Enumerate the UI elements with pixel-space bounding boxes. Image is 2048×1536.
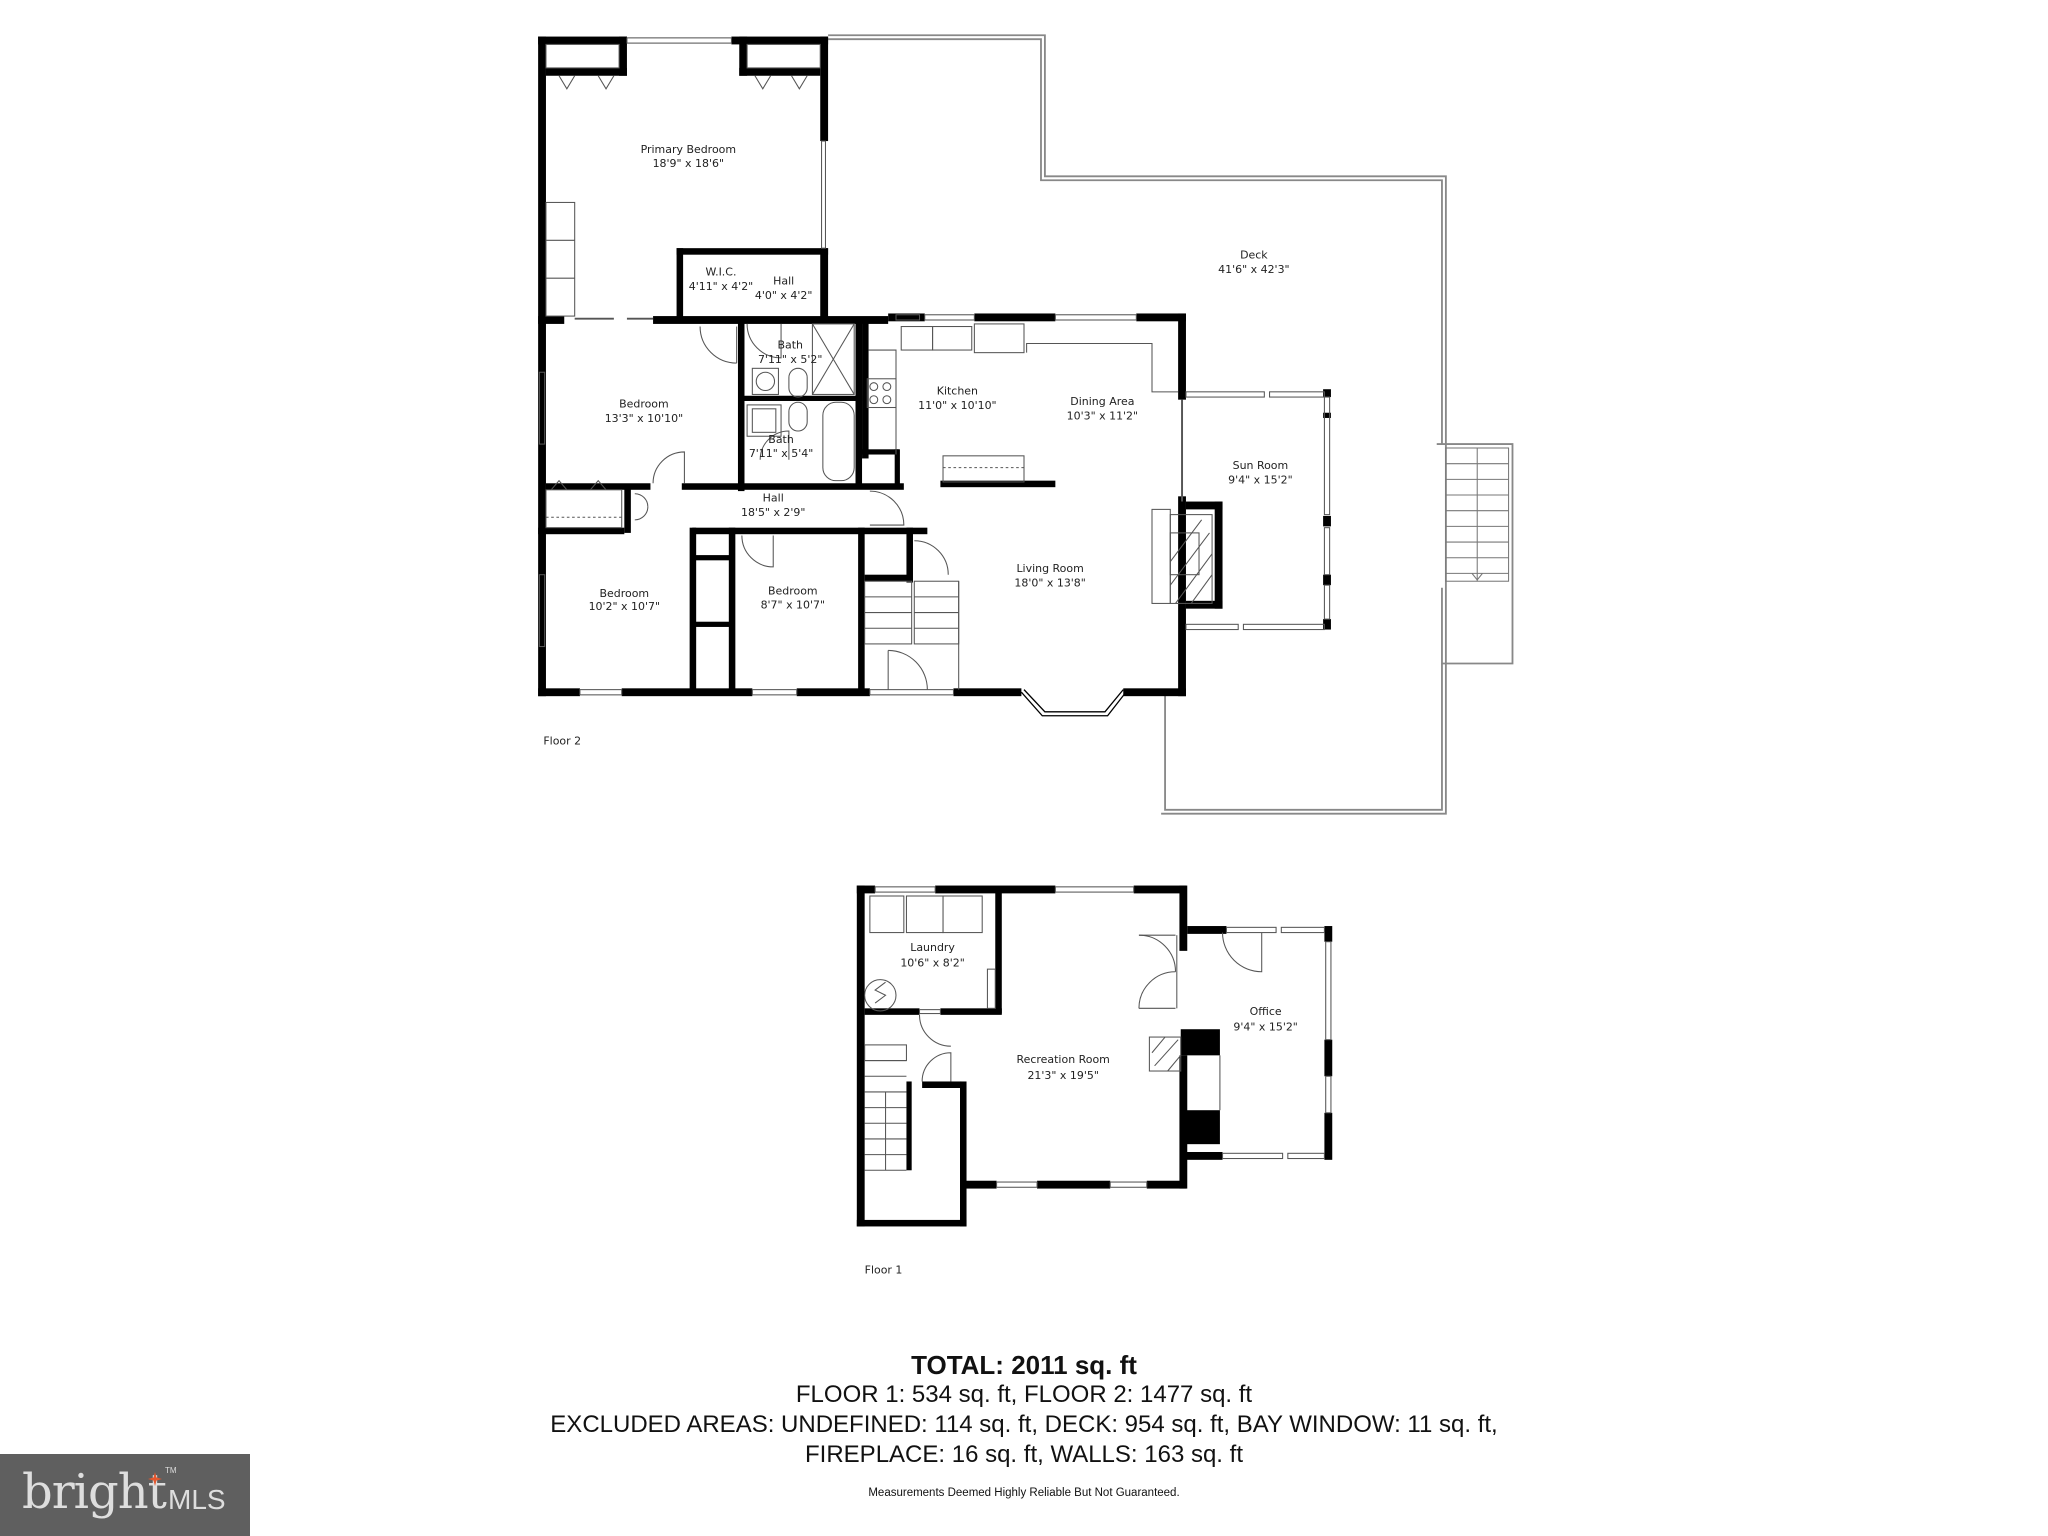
- room-dims: 8'7" x 10'7": [761, 599, 825, 612]
- floor-1-label: Floor 1: [865, 1263, 903, 1276]
- room-name: Living Room: [1016, 562, 1083, 575]
- room-dims: 13'3" x 10'10": [605, 412, 683, 425]
- excluded-areas-line-1: EXCLUDED AREAS: UNDEFINED: 114 sq. ft, D…: [550, 1411, 1498, 1438]
- floor-2-plan: Primary Bedroom 18'9" x 18'6" W.I.C. 4'1…: [538, 34, 1514, 815]
- room-name: Hall: [773, 275, 794, 288]
- floor-1-plan: Laundry 10'6" x 8'2" Recreation Room 21'…: [856, 885, 1333, 1277]
- floor-1-room-labels: Laundry 10'6" x 8'2" Recreation Room 21'…: [865, 941, 1298, 1277]
- room-dims: 10'6" x 8'2": [900, 957, 964, 970]
- deck-stairs: [1445, 447, 1510, 582]
- fixtures-floor-1: [864, 886, 1332, 1188]
- room-dims: 4'0" x 4'2": [755, 289, 813, 302]
- room-name: W.I.C.: [706, 266, 737, 279]
- bright-mls-logo: bright TM MLS: [0, 1454, 250, 1536]
- room-dims: 18'0" x 13'8": [1014, 576, 1085, 589]
- room-dims: 9'4" x 15'2": [1233, 1021, 1297, 1034]
- room-name: Deck: [1240, 249, 1268, 262]
- disclaimer: Measurements Deemed Highly Reliable But …: [868, 1487, 1180, 1499]
- room-name: Hall: [763, 492, 784, 505]
- room-dims: 10'3" x 11'2": [1067, 409, 1138, 422]
- room-name: Laundry: [910, 941, 955, 954]
- room-dims: 10'2" x 10'7": [589, 600, 660, 613]
- room-name: Sun Room: [1233, 459, 1289, 472]
- logo-suffix: MLS: [168, 1484, 226, 1515]
- room-name: Bedroom: [768, 584, 818, 597]
- room-dims: 9'4" x 15'2": [1228, 473, 1292, 486]
- logo-brand: bright: [22, 1464, 167, 1520]
- room-name: Bedroom: [619, 398, 669, 411]
- room-dims: 7'11" x 5'2": [758, 353, 822, 366]
- room-dims: 18'5" x 2'9": [741, 506, 805, 519]
- excluded-areas-line-2: FIREPLACE: 16 sq. ft, WALLS: 163 sq. ft: [805, 1441, 1243, 1468]
- logo-trademark: TM: [165, 1466, 177, 1475]
- walls-floor-2: [538, 36, 1331, 717]
- room-name: Bath: [768, 433, 794, 446]
- floor-2-label: Floor 2: [543, 734, 581, 747]
- star-icon: [148, 1472, 162, 1486]
- room-name: Recreation Room: [1016, 1053, 1109, 1066]
- room-name: Bedroom: [600, 587, 650, 600]
- room-name: Office: [1250, 1005, 1282, 1018]
- walls-floor-1: [856, 885, 1333, 1227]
- room-dims: 11'0" x 10'10": [918, 399, 996, 412]
- room-dims: 21'3" x 19'5": [1027, 1069, 1098, 1082]
- fixtures-floor-2: [538, 37, 1331, 696]
- room-dims: 4'11" x 4'2": [689, 280, 753, 293]
- room-name: Primary Bedroom: [641, 143, 736, 156]
- floor-areas: FLOOR 1: 534 sq. ft, FLOOR 2: 1477 sq. f…: [795, 1381, 1253, 1408]
- total-area: TOTAL: 2011 sq. ft: [911, 1350, 1137, 1380]
- room-dims: 41'6" x 42'3": [1218, 263, 1289, 276]
- deck-outline: [828, 34, 1514, 815]
- room-name: Dining Area: [1070, 395, 1134, 408]
- bay-window: [1020, 689, 1127, 717]
- room-name: Bath: [777, 339, 803, 352]
- room-dims: 18'9" x 18'6": [653, 157, 724, 170]
- floor-2-room-labels: Primary Bedroom 18'9" x 18'6" W.I.C. 4'1…: [543, 143, 1292, 748]
- room-name: Kitchen: [937, 384, 978, 397]
- room-dims: 7'11" x 5'4": [749, 447, 813, 460]
